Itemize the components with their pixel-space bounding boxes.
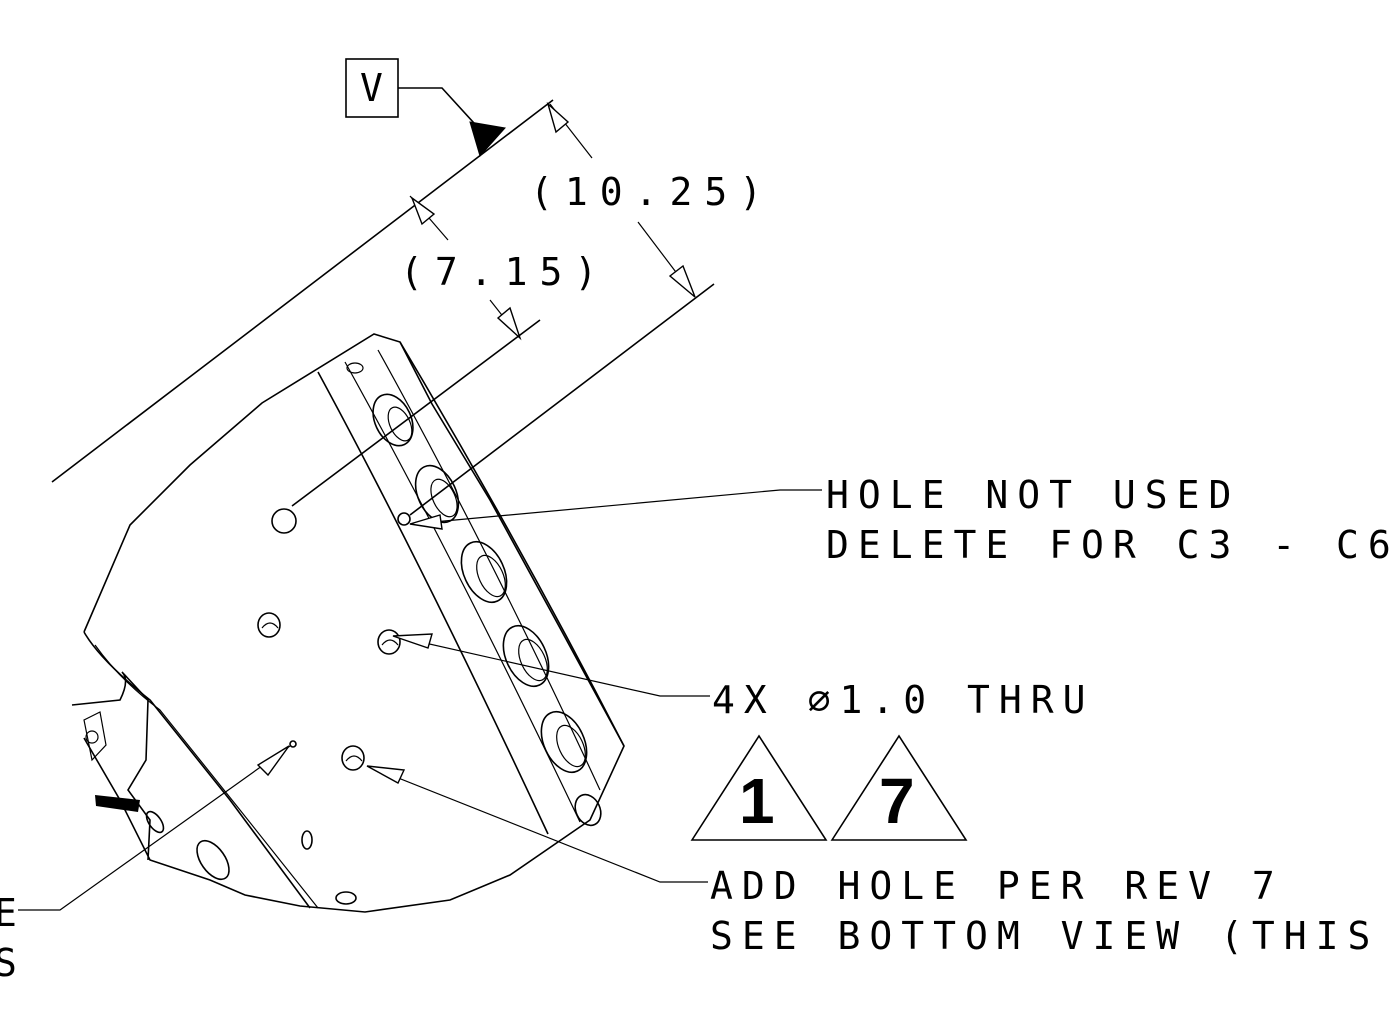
fitting-shadow bbox=[95, 795, 140, 812]
note-add-hole-line-2: SEE BOTTOM VIEW (THIS SHEET) bbox=[710, 914, 1397, 958]
band-inner-edge bbox=[317, 371, 549, 835]
band-mid-edge-a bbox=[344, 361, 581, 823]
band-hole-6 bbox=[574, 793, 602, 827]
band-outer-edge bbox=[399, 341, 625, 747]
note-thru-leader bbox=[393, 635, 710, 697]
note-thru-arrow-icon bbox=[392, 633, 433, 649]
note-hole-not-used-leader bbox=[411, 489, 822, 525]
rev-flag-7-triangle-icon bbox=[830, 734, 968, 841]
dimension-outer: (10.25) bbox=[409, 101, 774, 516]
plate-hole-b-cb bbox=[261, 622, 279, 629]
plate-holes bbox=[145, 508, 411, 905]
note-cut-left-arrow-icon bbox=[256, 745, 290, 777]
dim-outer-arrow-top-icon bbox=[546, 101, 570, 134]
plate-hole-d-cb bbox=[345, 755, 363, 762]
plate-hole-c-cb bbox=[381, 639, 399, 646]
note-add-hole-line-1: ADD HOLE PER REV 7 bbox=[710, 864, 1284, 908]
note-cut-left-line-2: S bbox=[0, 941, 26, 985]
datum-triangle-icon bbox=[469, 121, 506, 158]
fitting-detail bbox=[71, 671, 151, 861]
band-hole-3-inner bbox=[476, 554, 506, 598]
datum-feature-v: V bbox=[345, 58, 506, 158]
rev-flag-7-label: 7 bbox=[879, 765, 915, 837]
band-hole-4 bbox=[502, 624, 550, 688]
band-hole-2 bbox=[414, 464, 460, 524]
note-hole-not-used: HOLE NOT USED DELETE FOR C3 - C6 bbox=[409, 473, 1397, 567]
band-hole-top bbox=[346, 362, 364, 374]
datum-label: V bbox=[360, 66, 392, 110]
plate-hole-c bbox=[377, 629, 401, 655]
note-hole-not-used-line-2: DELETE FOR C3 - C6 bbox=[826, 523, 1397, 567]
plate-hole-b bbox=[257, 612, 281, 638]
band-mid-edge-b bbox=[377, 349, 601, 791]
part-boundary bbox=[83, 333, 625, 913]
plate-hole-tiny bbox=[289, 740, 297, 748]
note-add-hole: ADD HOLE PER REV 7 SEE BOTTOM VIEW (THIS… bbox=[366, 765, 1397, 958]
plate-hole-a bbox=[271, 508, 297, 534]
datum-leader bbox=[398, 87, 485, 135]
band-hole-5 bbox=[540, 710, 588, 774]
fitting-screw-icon bbox=[85, 730, 99, 744]
revision-flags: 1 7 bbox=[690, 734, 968, 841]
note-thru-text: 4X ∅1.0 THRU bbox=[712, 678, 1095, 722]
dim-inner-arrow-bottom-icon bbox=[496, 306, 522, 341]
note-thru-holes: 4X ∅1.0 THRU bbox=[392, 633, 1095, 722]
band-hole-2-inner bbox=[430, 478, 458, 518]
fitting-block bbox=[83, 711, 107, 762]
dim-inner-arrow-top-icon bbox=[410, 196, 436, 226]
note-hole-not-used-arrow-icon bbox=[409, 514, 443, 530]
band-hole-5-inner bbox=[556, 724, 586, 768]
dim-inner-extension bbox=[291, 319, 541, 507]
plate-hole-d bbox=[341, 745, 365, 771]
plate-slot-d bbox=[335, 891, 357, 905]
datum-surface-line bbox=[51, 99, 554, 483]
note-add-hole-leader bbox=[367, 765, 708, 883]
dim-outer-arrow-bottom-icon bbox=[668, 264, 696, 298]
flange-edge-inner bbox=[94, 644, 319, 909]
note-hole-not-used-line-1: HOLE NOT USED bbox=[826, 473, 1240, 517]
band-holes bbox=[346, 362, 602, 827]
part-outline bbox=[71, 333, 625, 913]
plate-slot-b bbox=[196, 839, 230, 881]
note-cut-left-leader bbox=[18, 745, 291, 911]
dim-outer-text: (10.25) bbox=[530, 170, 774, 214]
note-cut-left-line-1: E bbox=[0, 891, 26, 935]
dimension-inner: (7.15) bbox=[291, 195, 609, 507]
note-add-hole-arrow-icon bbox=[366, 765, 406, 784]
band-hole-3 bbox=[460, 540, 508, 604]
plate-slot-c bbox=[145, 810, 165, 834]
dim-outer-extension bbox=[409, 283, 715, 516]
rev-flag-1-triangle-icon bbox=[690, 734, 828, 841]
plate-slot-a bbox=[301, 830, 313, 850]
rev-flag-1-label: 1 bbox=[739, 765, 775, 837]
note-cut-left: E S bbox=[0, 745, 291, 985]
dim-inner-text: (7.15) bbox=[400, 250, 609, 294]
band-hole-1 bbox=[372, 393, 414, 447]
band-hole-1-inner bbox=[387, 406, 413, 442]
plate-hole-not-used bbox=[397, 512, 411, 526]
